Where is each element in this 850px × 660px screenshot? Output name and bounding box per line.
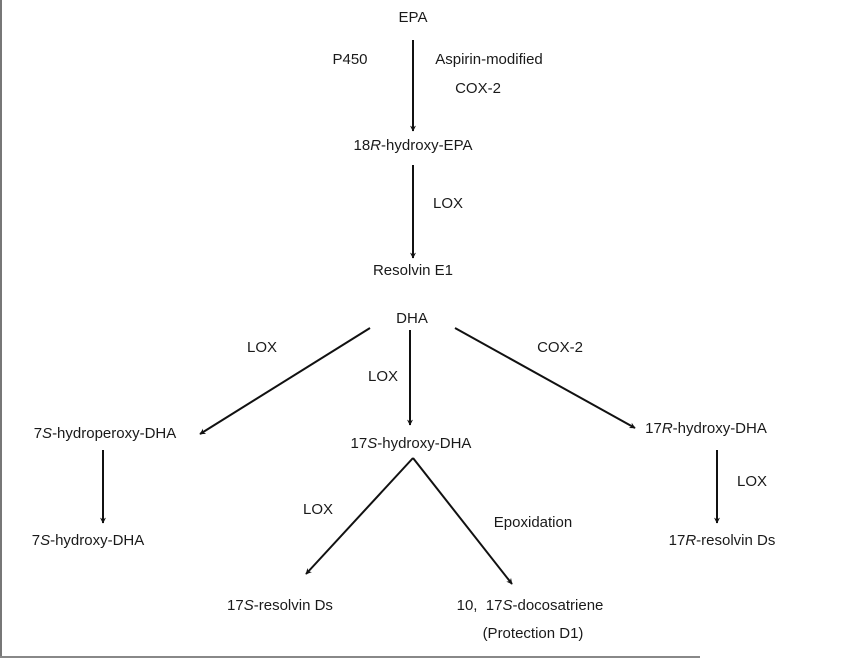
- node-epa: EPA: [399, 9, 428, 26]
- label-lox-17r: LOX: [737, 473, 767, 490]
- node-resolvin-e1: Resolvin E1: [373, 262, 453, 279]
- node-protection-d1: (Protection D1): [483, 625, 584, 642]
- label-lox-17s: LOX: [303, 501, 333, 518]
- node-7s-hydroperoxy-dha: 7S-hydroperoxy-DHA: [34, 425, 177, 442]
- label-aspirin-modified: Aspirin-modified: [435, 51, 543, 68]
- label-cox2-epa: COX-2: [455, 80, 501, 97]
- arrow-dha-to-7s-hydroperoxy: [199, 327, 371, 435]
- arrow-17s-to-docosatriene: [412, 457, 513, 585]
- node-17r-hydroxy-dha: 17R-hydroxy-DHA: [645, 420, 767, 437]
- node-18r-hydroxy-epa: 18R-hydroxy-EPA: [354, 137, 473, 154]
- label-cox2-dha: COX-2: [537, 339, 583, 356]
- node-17r-resolvin-ds: 17R-resolvin Ds: [669, 532, 776, 549]
- node-17s-resolvin-ds: 17S-resolvin Ds: [227, 597, 333, 614]
- label-p450: P450: [332, 51, 367, 68]
- node-dha: DHA: [396, 310, 428, 327]
- label-lox-dha-left: LOX: [247, 339, 277, 356]
- arrow-dha-to-17r-hydroxy: [454, 327, 636, 429]
- node-7s-hydroxy-dha: 7S-hydroxy-DHA: [32, 532, 145, 549]
- node-docosatriene: 10, 17S-docosatriene: [457, 597, 604, 614]
- arrow-17s-to-17s-resolvin: [305, 457, 414, 575]
- label-lox-epa: LOX: [433, 195, 463, 212]
- label-epoxidation: Epoxidation: [494, 514, 572, 531]
- label-lox-dha-middle: LOX: [368, 368, 398, 385]
- node-17s-hydroxy-dha: 17S-hydroxy-DHA: [351, 435, 472, 452]
